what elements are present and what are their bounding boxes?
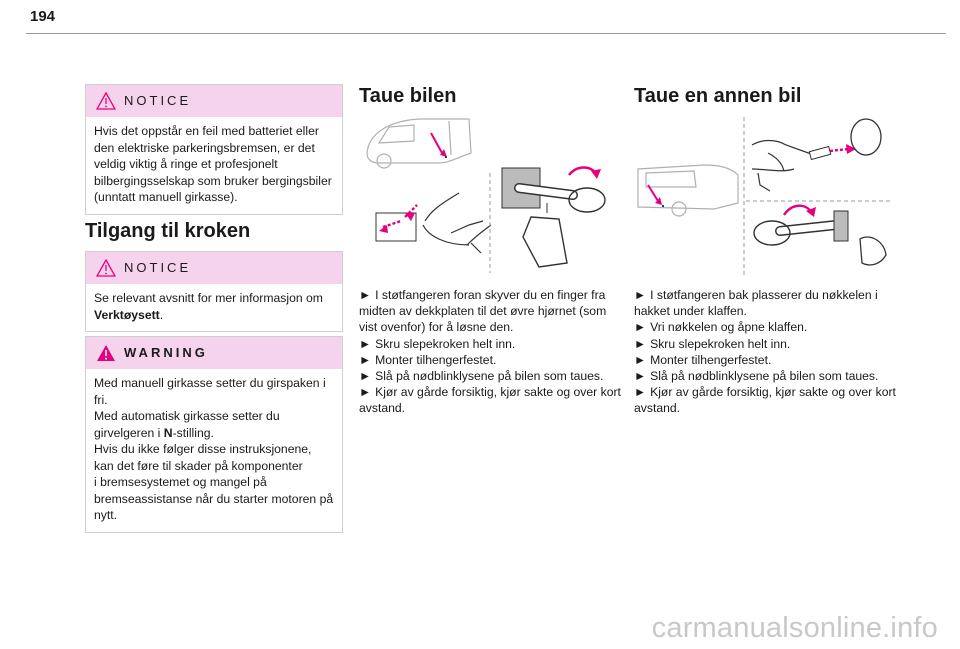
step-item: ►Slå på nødblinklysene på bilen som taue… bbox=[359, 369, 604, 384]
step-item: ►Skru slepekroken helt inn. bbox=[359, 336, 516, 351]
step-item: ►Monter tilhengerfestet. bbox=[359, 352, 497, 367]
step-item: ►Skru slepekroken helt inn. bbox=[634, 336, 791, 351]
notice-header: NOTICE bbox=[86, 252, 342, 284]
step-item: ►I støtfangeren bak plasserer du nøkkele… bbox=[634, 288, 878, 319]
section-title-tow-car: Taue bilen bbox=[359, 85, 457, 107]
watermark-text[interactable]: carmanualsonline.info bbox=[651, 612, 938, 644]
notice-label: NOTICE bbox=[124, 92, 192, 108]
notice-label: NOTICE bbox=[124, 259, 192, 275]
warning-text: Med manuell girkasse setter du girspaken… bbox=[94, 376, 334, 522]
warning-triangle-icon bbox=[96, 259, 116, 277]
tow-car-steps: ►I støtfangeren foran skyver du en finge… bbox=[359, 287, 621, 417]
toolkit-term: Verktøysett bbox=[94, 307, 160, 322]
notice-text: Se relevant avsnitt for mer informasjon … bbox=[94, 291, 323, 322]
tow-other-steps: ►I støtfangeren bak plasserer du nøkkele… bbox=[634, 287, 896, 417]
warning-header: WARNING bbox=[86, 337, 342, 369]
warning-label: WARNING bbox=[124, 344, 208, 360]
notice-box-toolkit: NOTICE Se relevant avsnitt for mer infor… bbox=[85, 251, 343, 332]
page-number: 194 bbox=[30, 8, 56, 25]
warning-triangle-icon bbox=[97, 345, 115, 361]
notice-header: NOTICE bbox=[86, 85, 342, 117]
section-title-tow-other: Taue en annen bil bbox=[634, 85, 802, 107]
rear-hook-illustration bbox=[637, 117, 892, 277]
header-rule bbox=[26, 33, 946, 34]
warning-triangle-icon bbox=[96, 92, 116, 110]
step-item: ►Vri nøkkelen og åpne klaffen. bbox=[634, 320, 808, 335]
front-hook-illustration bbox=[366, 118, 606, 273]
step-item: ►Kjør av gårde forsiktig, kjør sakte og … bbox=[359, 385, 621, 416]
notice-text: Hvis det oppstår en feil med batteriet e… bbox=[94, 124, 332, 204]
step-item: ►I støtfangeren foran skyver du en finge… bbox=[359, 288, 607, 335]
step-item: ►Kjør av gårde forsiktig, kjør sakte og … bbox=[634, 385, 896, 416]
step-item: ►Monter tilhengerfestet. bbox=[634, 352, 772, 367]
step-item: ►Slå på nødblinklysene på bilen som taue… bbox=[634, 369, 879, 384]
section-title-hook: Tilgang til kroken bbox=[85, 220, 251, 242]
notice-box-battery: NOTICE Hvis det oppstår en feil med batt… bbox=[85, 84, 343, 215]
warning-box: WARNING Med manuell girkasse setter du g… bbox=[85, 336, 343, 533]
